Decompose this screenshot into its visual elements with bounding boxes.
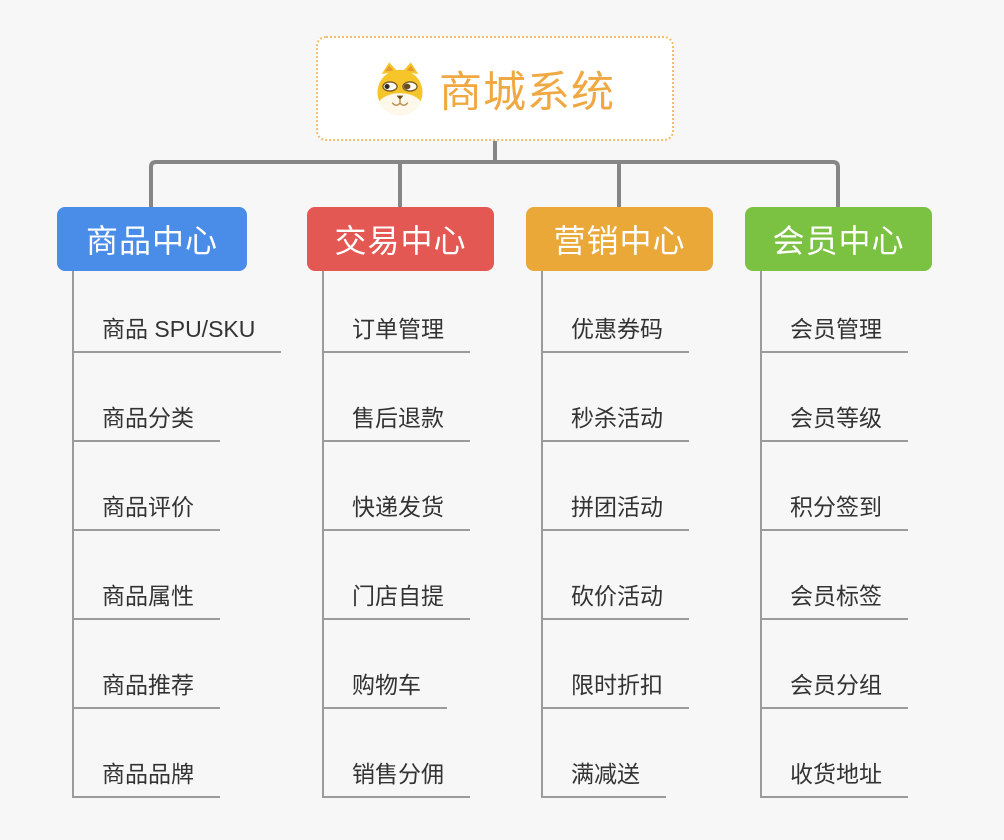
leaf-row: 快递发货 xyxy=(324,442,470,531)
leaf-node-shipping-address[interactable]: 收货地址 xyxy=(762,761,908,798)
leaf-node-aftersale-refund[interactable]: 售后退款 xyxy=(324,405,470,442)
root-title: 商城系统 xyxy=(439,68,615,117)
leaf-row: 秒杀活动 xyxy=(543,353,689,442)
leaf-row: 会员等级 xyxy=(762,353,908,442)
leaf-row: 商品分类 xyxy=(74,353,281,442)
leaf-row: 商品推荐 xyxy=(74,620,281,709)
leaf-row: 门店自提 xyxy=(324,531,470,620)
branch-items-marketing: 优惠券码 秒杀活动 拼团活动 砍价活动 限时折扣 满减送 xyxy=(541,271,689,798)
leaf-row: 砍价活动 xyxy=(543,531,689,620)
leaf-node-product-attribute[interactable]: 商品属性 xyxy=(74,583,220,620)
leaf-node-product-category[interactable]: 商品分类 xyxy=(74,405,220,442)
leaf-row: 限时折扣 xyxy=(543,620,689,709)
branch-items-member: 会员管理 会员等级 积分签到 会员标签 会员分组 收货地址 xyxy=(760,271,908,798)
leaf-node-sales-commission[interactable]: 销售分佣 xyxy=(324,761,470,798)
leaf-row: 优惠券码 xyxy=(543,271,689,353)
leaf-row: 收货地址 xyxy=(762,709,908,798)
root-node[interactable]: 商城系统 xyxy=(316,36,674,141)
branch-bar-line xyxy=(149,160,840,207)
leaf-row: 售后退款 xyxy=(324,353,470,442)
branch-items-trade: 订单管理 售后退款 快递发货 门店自提 购物车 销售分佣 xyxy=(322,271,470,798)
branch-node-trade-center[interactable]: 交易中心 xyxy=(307,207,494,271)
leaf-node-express-delivery[interactable]: 快递发货 xyxy=(324,494,470,531)
leaf-node-member-level[interactable]: 会员等级 xyxy=(762,405,908,442)
leaf-node-bargain-activity[interactable]: 砍价活动 xyxy=(543,583,689,620)
leaf-node-coupon-code[interactable]: 优惠券码 xyxy=(543,316,689,353)
leaf-node-limited-time-discount[interactable]: 限时折扣 xyxy=(543,672,689,709)
leaf-node-order-management[interactable]: 订单管理 xyxy=(324,316,470,353)
leaf-row: 销售分佣 xyxy=(324,709,470,798)
branch-node-product-center[interactable]: 商品中心 xyxy=(57,207,247,271)
leaf-row: 订单管理 xyxy=(324,271,470,353)
leaf-node-group-buy[interactable]: 拼团活动 xyxy=(543,494,689,531)
leaf-row: 商品评价 xyxy=(74,442,281,531)
leaf-node-member-management[interactable]: 会员管理 xyxy=(762,316,908,353)
leaf-node-points-checkin[interactable]: 积分签到 xyxy=(762,494,908,531)
leaf-row: 会员分组 xyxy=(762,620,908,709)
leaf-node-flash-sale[interactable]: 秒杀活动 xyxy=(543,405,689,442)
leaf-node-shopping-cart[interactable]: 购物车 xyxy=(324,672,447,709)
leaf-node-spend-save[interactable]: 满减送 xyxy=(543,761,666,798)
leaf-row: 购物车 xyxy=(324,620,470,709)
leaf-node-product-spu-sku[interactable]: 商品 SPU/SKU xyxy=(74,316,282,353)
leaf-node-store-pickup[interactable]: 门店自提 xyxy=(324,583,470,620)
leaf-row: 满减送 xyxy=(543,709,689,798)
leaf-row: 拼团活动 xyxy=(543,442,689,531)
branch-items-product: 商品 SPU/SKU 商品分类 商品评价 商品属性 商品推荐 商品品牌 xyxy=(72,271,282,798)
leaf-node-member-tag[interactable]: 会员标签 xyxy=(762,583,908,620)
branch-node-member-center[interactable]: 会员中心 xyxy=(745,207,932,271)
leaf-row: 商品品牌 xyxy=(74,709,281,798)
leaf-node-member-group[interactable]: 会员分组 xyxy=(762,672,908,709)
leaf-row: 商品 SPU/SKU xyxy=(74,271,282,353)
leaf-row: 会员管理 xyxy=(762,271,908,353)
leaf-node-product-recommend[interactable]: 商品推荐 xyxy=(74,672,220,709)
dog-face-icon xyxy=(377,61,423,115)
leaf-row: 商品属性 xyxy=(74,531,281,620)
leaf-node-product-review[interactable]: 商品评价 xyxy=(74,494,220,531)
branch-node-marketing-center[interactable]: 营销中心 xyxy=(526,207,713,271)
leaf-row: 会员标签 xyxy=(762,531,908,620)
leaf-node-product-brand[interactable]: 商品品牌 xyxy=(74,761,220,798)
leaf-row: 积分签到 xyxy=(762,442,908,531)
